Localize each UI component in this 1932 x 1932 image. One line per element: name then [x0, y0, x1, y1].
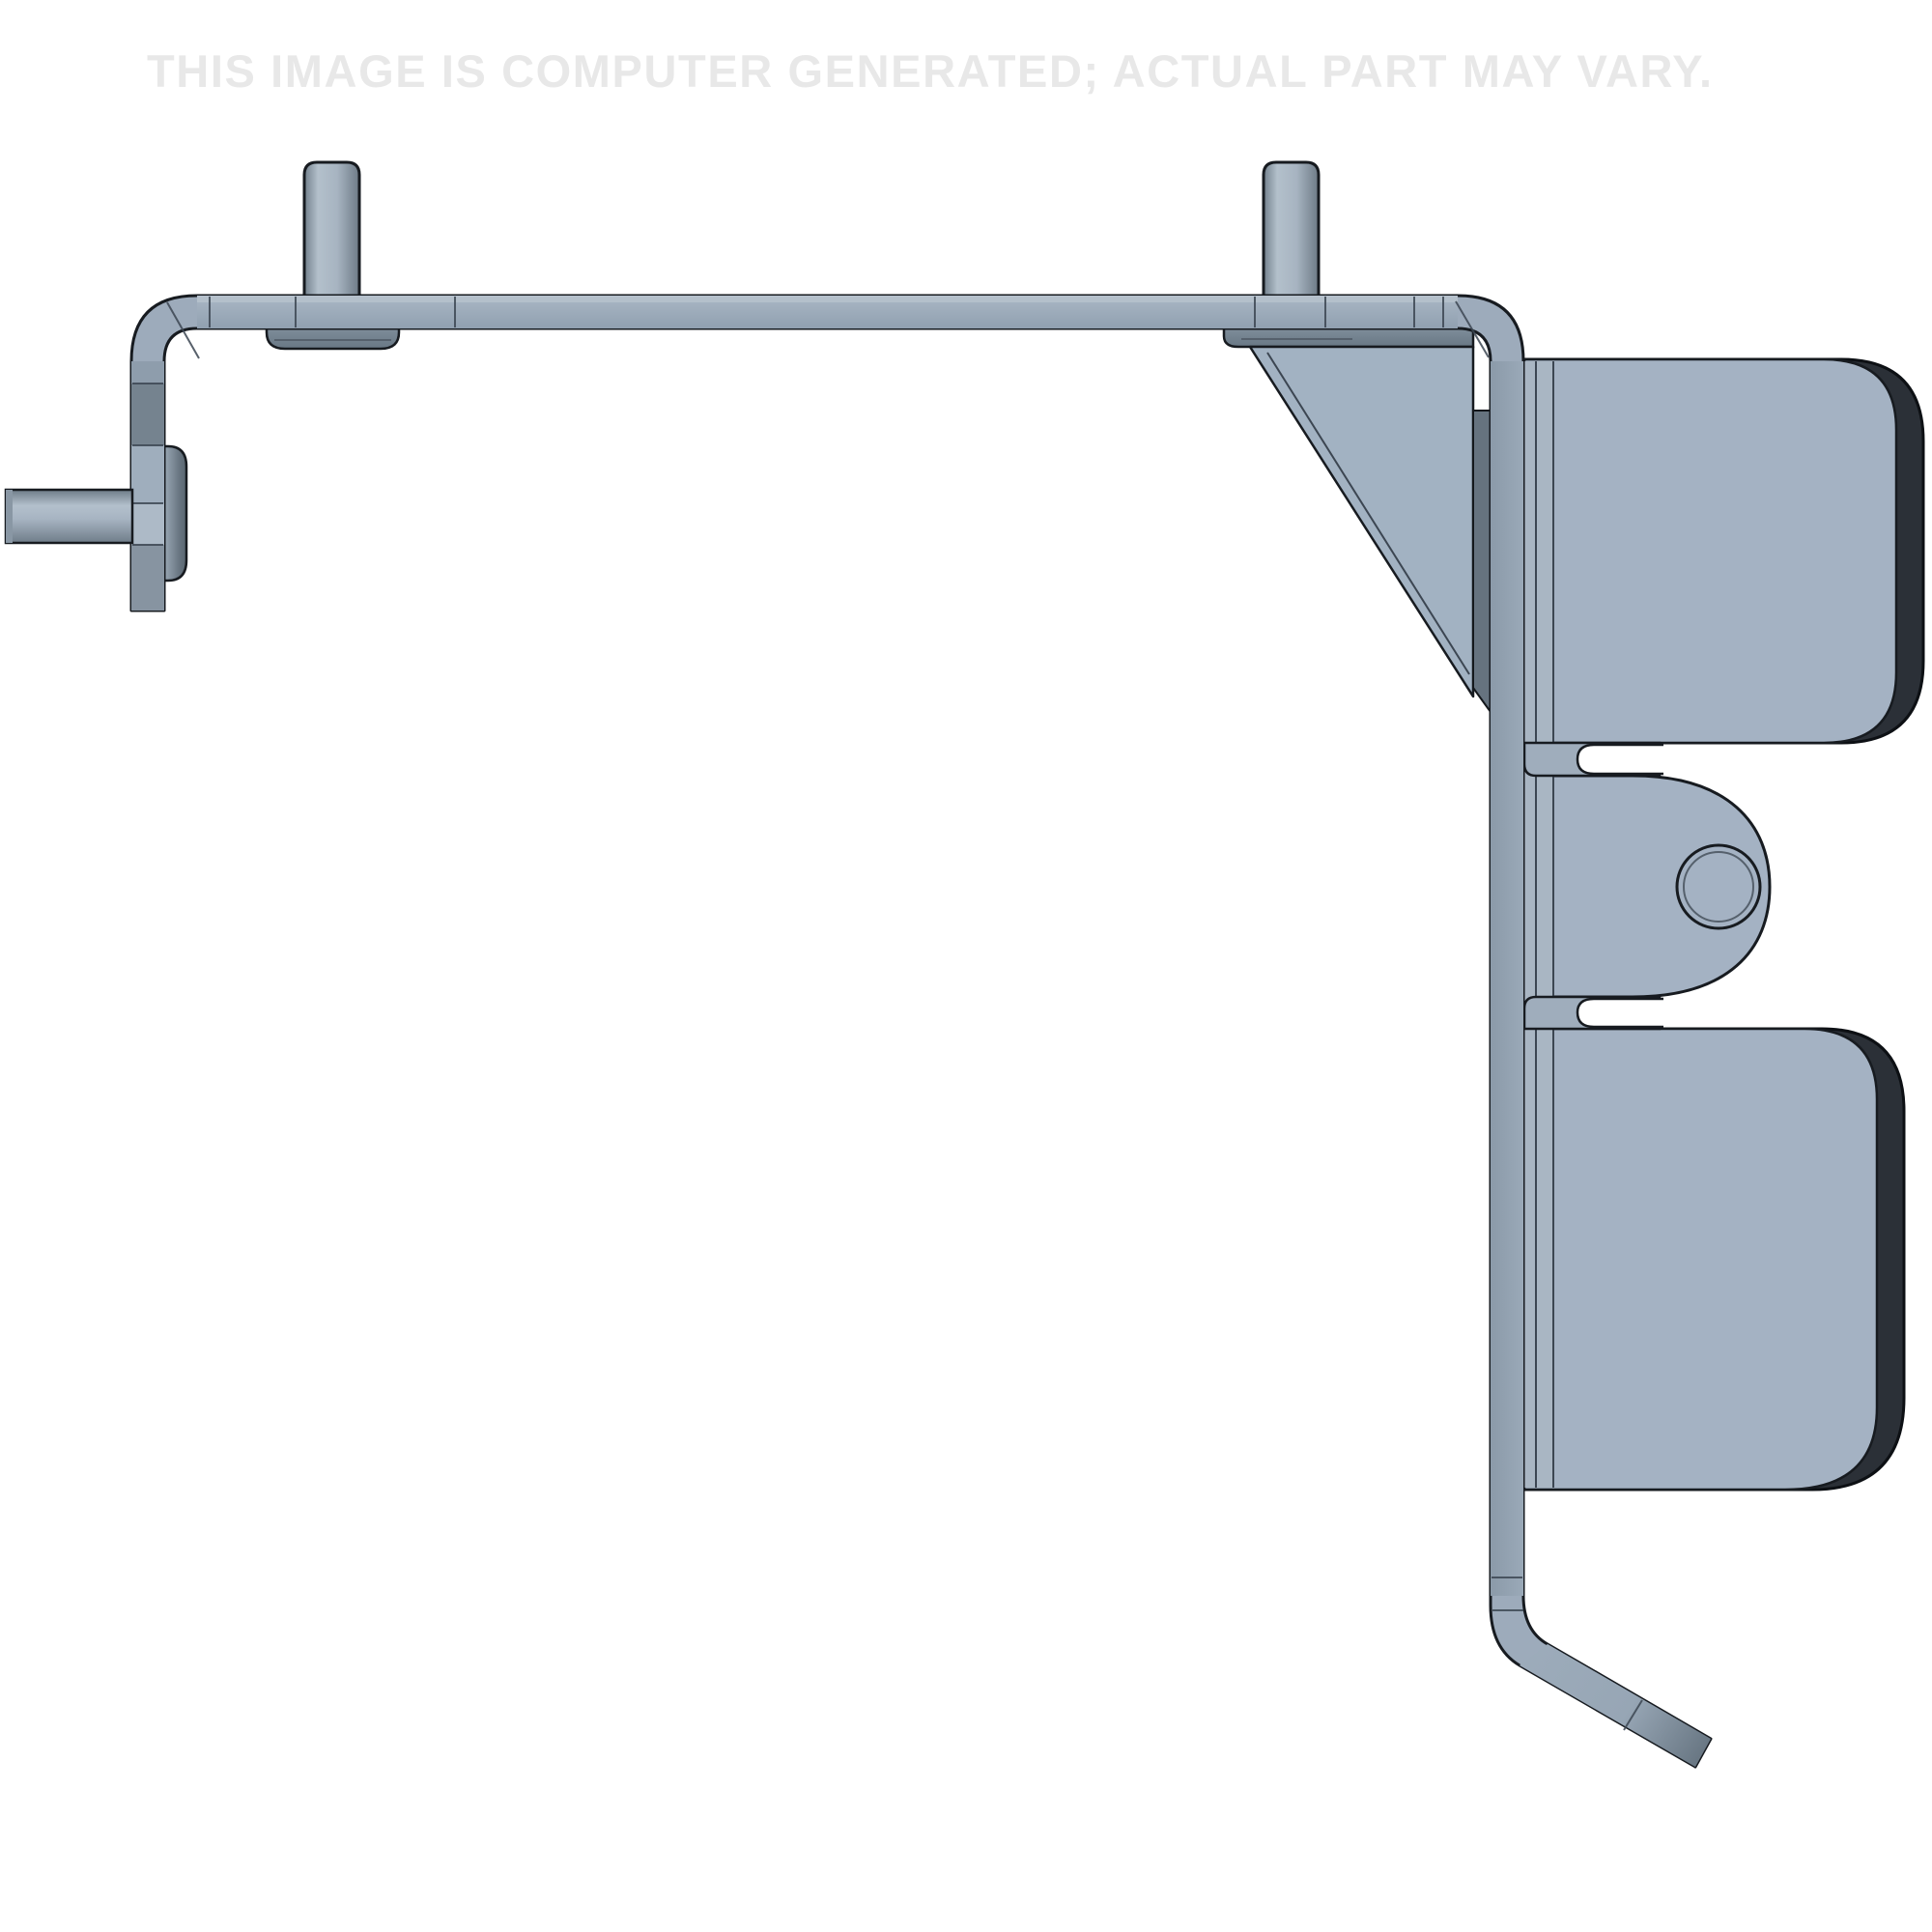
relief-notch-lower: [1576, 997, 1663, 1029]
clevis-lug: [1522, 774, 1772, 999]
mounting-stud-left: [302, 160, 361, 298]
boss-cylinder: [4, 488, 134, 545]
boss-washer-flange: [162, 444, 188, 582]
relief-notch-upper: [1576, 743, 1663, 776]
plate-left-bend-band: [1524, 361, 1554, 1488]
watermark-text: THIS IMAGE IS COMPUTER GENERATED; ACTUAL…: [147, 45, 1714, 97]
lug-hole: [1675, 843, 1762, 930]
bottom-kickout-face: [1520, 1644, 1711, 1767]
stud-pad-left: [265, 327, 401, 351]
gusset-plate: [1248, 345, 1492, 716]
upper-plate: [1522, 357, 1925, 745]
bracket-main-strip: [129, 294, 1713, 1769]
right-leg-face: [1491, 361, 1523, 1596]
lower-plate: [1522, 1027, 1906, 1492]
gusset-underside-strip: [1222, 327, 1475, 349]
bend-seam-lines: [132, 297, 1643, 1731]
mounting-stud-right: [1262, 160, 1321, 298]
